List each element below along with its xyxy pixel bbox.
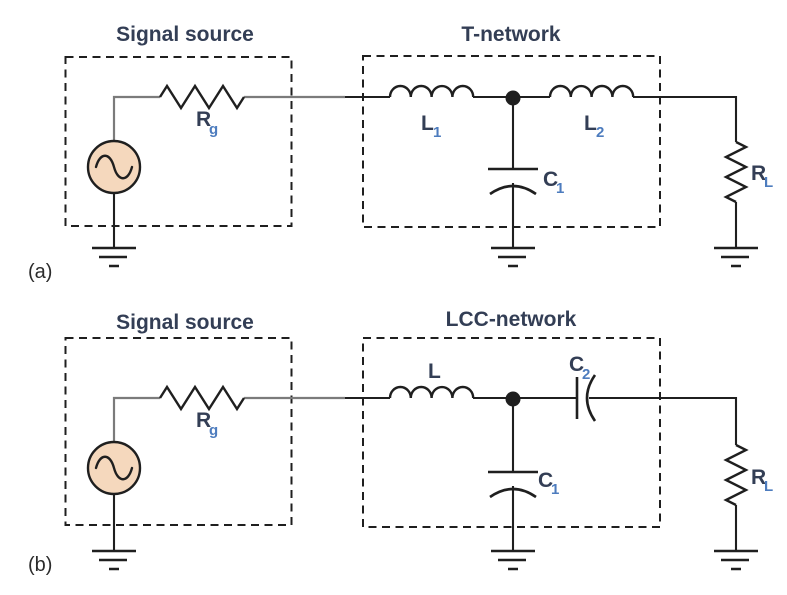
ground-rl-a [714, 246, 758, 268]
rg-label-sub-b: g [209, 422, 218, 439]
c1-label-b: C [538, 469, 553, 492]
capacitor-c1-a [488, 98, 538, 248]
t-network-box [362, 55, 661, 228]
l-label: L [428, 360, 441, 383]
lcc-network-box [362, 337, 661, 528]
c1-label-sub-a: 1 [556, 180, 564, 197]
capacitor-c2 [575, 374, 738, 445]
rl-label-a: R [751, 162, 766, 185]
sine-wave-icon-b [94, 455, 134, 481]
wire-source-to-rg-b [112, 396, 160, 442]
inductor-l [388, 385, 475, 399]
caption-b: (b) [28, 554, 52, 576]
rl-label-sub-b: L [764, 478, 773, 495]
signal-source-box-b [64, 337, 293, 526]
rg-label-sub-a: g [209, 121, 218, 138]
ground-c1-b [491, 549, 535, 571]
caption-a: (a) [28, 261, 52, 283]
resistor-rg-b [158, 384, 246, 412]
inductor-l2 [548, 84, 635, 98]
ac-source-a [86, 139, 142, 248]
diagram-b: Signal source LCC-network R g L C 2 [28, 308, 773, 576]
wire-l2-to-rl [633, 95, 738, 142]
l2-label: L [584, 112, 597, 135]
c2-curved-plate [585, 374, 597, 422]
signal-source-box-a [64, 56, 293, 227]
capacitor-c1-b [488, 399, 538, 551]
wire-source-to-rg-a [112, 95, 160, 141]
diagram-a: Signal source T-network R g L 1 L 2 [28, 23, 773, 283]
inductor-l1 [388, 84, 475, 98]
ground-c1-a [491, 246, 535, 268]
c1-label-a: C [543, 168, 558, 191]
resistor-rl-b [723, 443, 749, 507]
l1-label-sub: 1 [433, 124, 441, 141]
ground-source-a [92, 246, 136, 268]
rl-label-sub-a: L [764, 174, 773, 191]
signal-source-title-a: Signal source [116, 23, 254, 46]
rg-label-b: R [196, 409, 211, 432]
resistor-rg-a [158, 83, 246, 111]
lcc-network-title: LCC-network [446, 308, 577, 331]
t-network-title: T-network [461, 23, 560, 46]
c1-label-sub-b: 1 [551, 481, 559, 498]
c2-label-sub: 2 [582, 366, 590, 383]
ground-source-b [92, 549, 136, 571]
rl-label-b: R [751, 466, 766, 489]
resistor-rl-a [723, 140, 749, 204]
rg-label-a: R [196, 108, 211, 131]
ac-source-b [86, 440, 142, 551]
signal-source-title-b: Signal source [116, 311, 254, 334]
wire-c2-to-rl [589, 396, 738, 445]
l2-label-sub: 2 [596, 124, 604, 141]
sine-wave-icon-a [94, 154, 134, 180]
ground-rl-b [714, 549, 758, 571]
c2-label: C [569, 353, 584, 376]
l1-label: L [421, 112, 434, 135]
